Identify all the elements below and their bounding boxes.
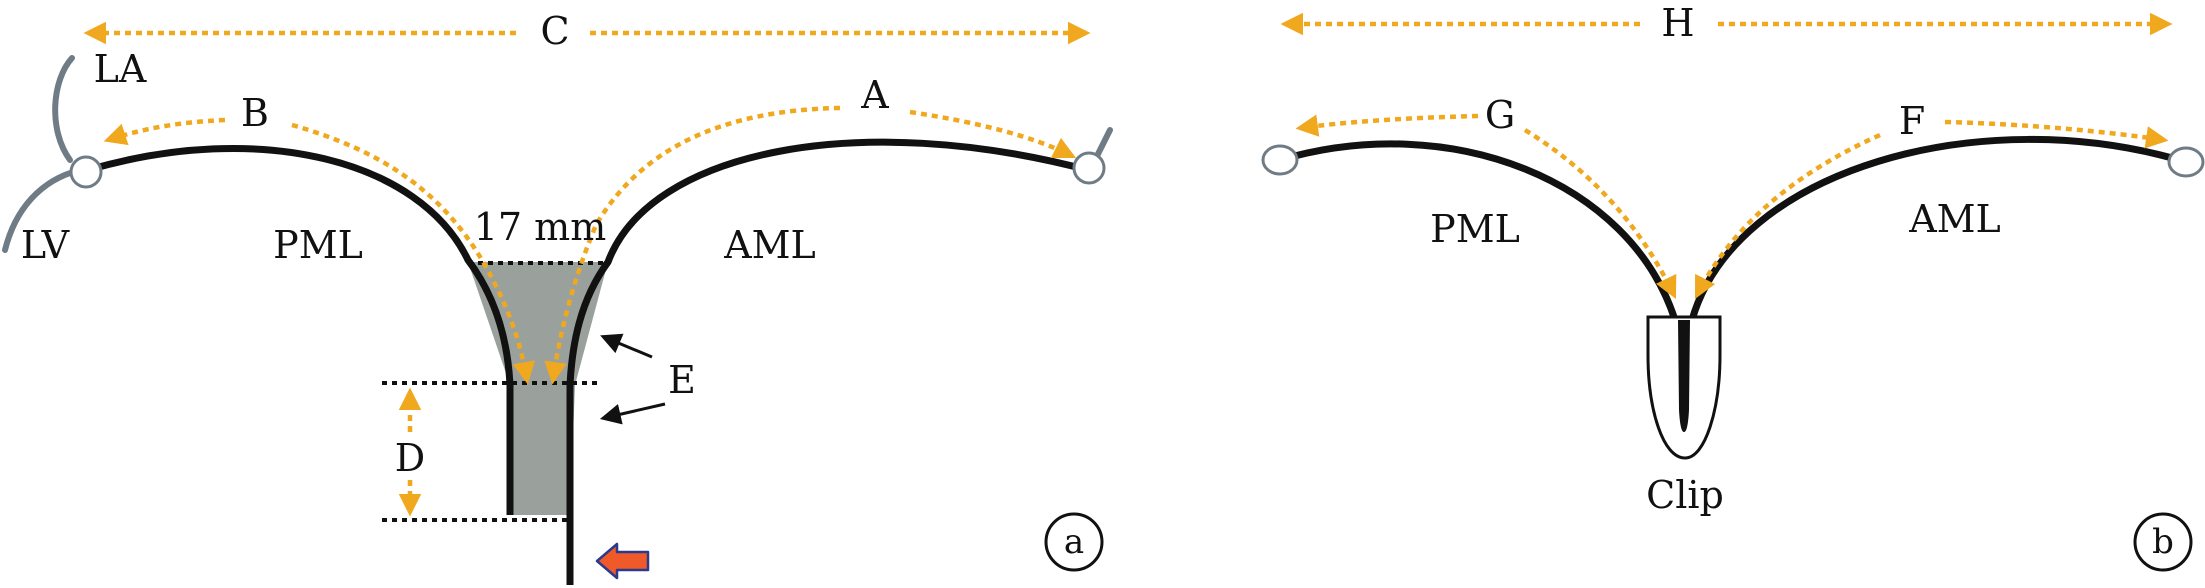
clip-slit: [1678, 320, 1690, 432]
label-la: LA: [94, 47, 147, 91]
left-atrium-wall: [52, 55, 75, 163]
label-g: G: [1485, 93, 1515, 137]
label-pml: PML: [273, 223, 363, 267]
measure-g-left: [1295, 113, 1479, 137]
annulus-point-posterior-b: [1261, 144, 1299, 176]
measure-a-left: [544, 105, 841, 385]
label-lv: LV: [21, 223, 70, 267]
label-h: H: [1661, 1, 1694, 45]
panel-b: H G F PML AML Clip b: [1261, 1, 2205, 572]
measure-f-right: [1944, 119, 2169, 149]
anterior-leaflet: [566, 138, 1089, 585]
measure-f-left: [1694, 132, 1881, 300]
annulus-point-anterior: [1072, 151, 1106, 185]
measure-a-right: [909, 109, 1077, 159]
panel-b-badge: [2133, 512, 2193, 572]
panel-b-label: b: [2152, 522, 2174, 562]
panel-a: C B A D E LA LV PML AML 17 mm a: [2, 9, 1113, 585]
annulus-point-anterior-b: [2167, 146, 2205, 178]
posterior-leaflet: [87, 145, 514, 515]
anterior-leaflet-b: [1688, 136, 2188, 321]
label-f: F: [1899, 99, 1925, 143]
label-width: 17 mm: [474, 205, 607, 249]
label-c: C: [540, 9, 569, 53]
panel-a-badge: [1044, 512, 1104, 572]
label-aml-b: AML: [1908, 197, 2001, 241]
label-clip: Clip: [1646, 473, 1724, 517]
left-ventricle-wall: [2, 167, 83, 253]
measure-g-right: [1523, 128, 1677, 300]
arrow-e-upper: [600, 333, 653, 359]
annulus-point-posterior: [69, 155, 103, 189]
label-a: A: [860, 73, 889, 117]
posterior-leaflet-b: [1279, 140, 1679, 322]
panel-a-label: a: [1064, 522, 1084, 562]
label-b: B: [241, 91, 269, 135]
label-e: E: [668, 358, 696, 402]
label-pml-b: PML: [1430, 207, 1520, 251]
pointer-arrow: [595, 542, 650, 580]
label-aml: AML: [723, 223, 816, 267]
measure-b-left: [103, 117, 226, 146]
label-d: D: [395, 436, 425, 480]
arrow-e-lower: [599, 402, 666, 425]
measure-b-right: [291, 122, 535, 385]
